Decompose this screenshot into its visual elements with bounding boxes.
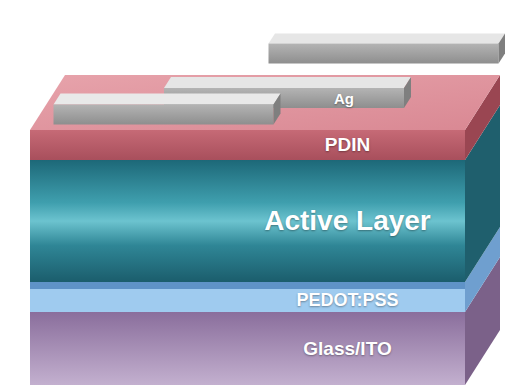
ag-bar-side: [274, 94, 281, 125]
pedot-edge: [30, 282, 465, 289]
ag-bar-front: [54, 105, 274, 125]
ag-bar-top: [54, 94, 281, 105]
glass-front: [30, 312, 465, 385]
layer-label: PDIN: [325, 134, 370, 156]
layer-label: Glass/ITO: [303, 338, 391, 360]
pdin-front: [30, 130, 465, 160]
electrode-band: Ag: [284, 88, 404, 108]
pdin-top: [30, 75, 500, 130]
ag-bar-top: [269, 34, 506, 44]
layer-label: Ag: [334, 90, 354, 107]
layer-band: PEDOT:PSS: [30, 289, 465, 312]
layer-label: PEDOT:PSS: [296, 290, 398, 311]
ag-bar-side: [404, 77, 411, 108]
layer-band: PDIN: [30, 130, 465, 160]
ag-bar-front: [269, 44, 499, 64]
ag-bar-top: [164, 77, 411, 88]
layer-label: Active Layer: [264, 205, 431, 237]
layer-band: Glass/ITO: [30, 312, 465, 385]
pedot-front: [30, 282, 465, 312]
ag-bar-side: [499, 34, 506, 64]
active-front: [30, 160, 465, 282]
layer-band: Active Layer: [30, 160, 465, 282]
